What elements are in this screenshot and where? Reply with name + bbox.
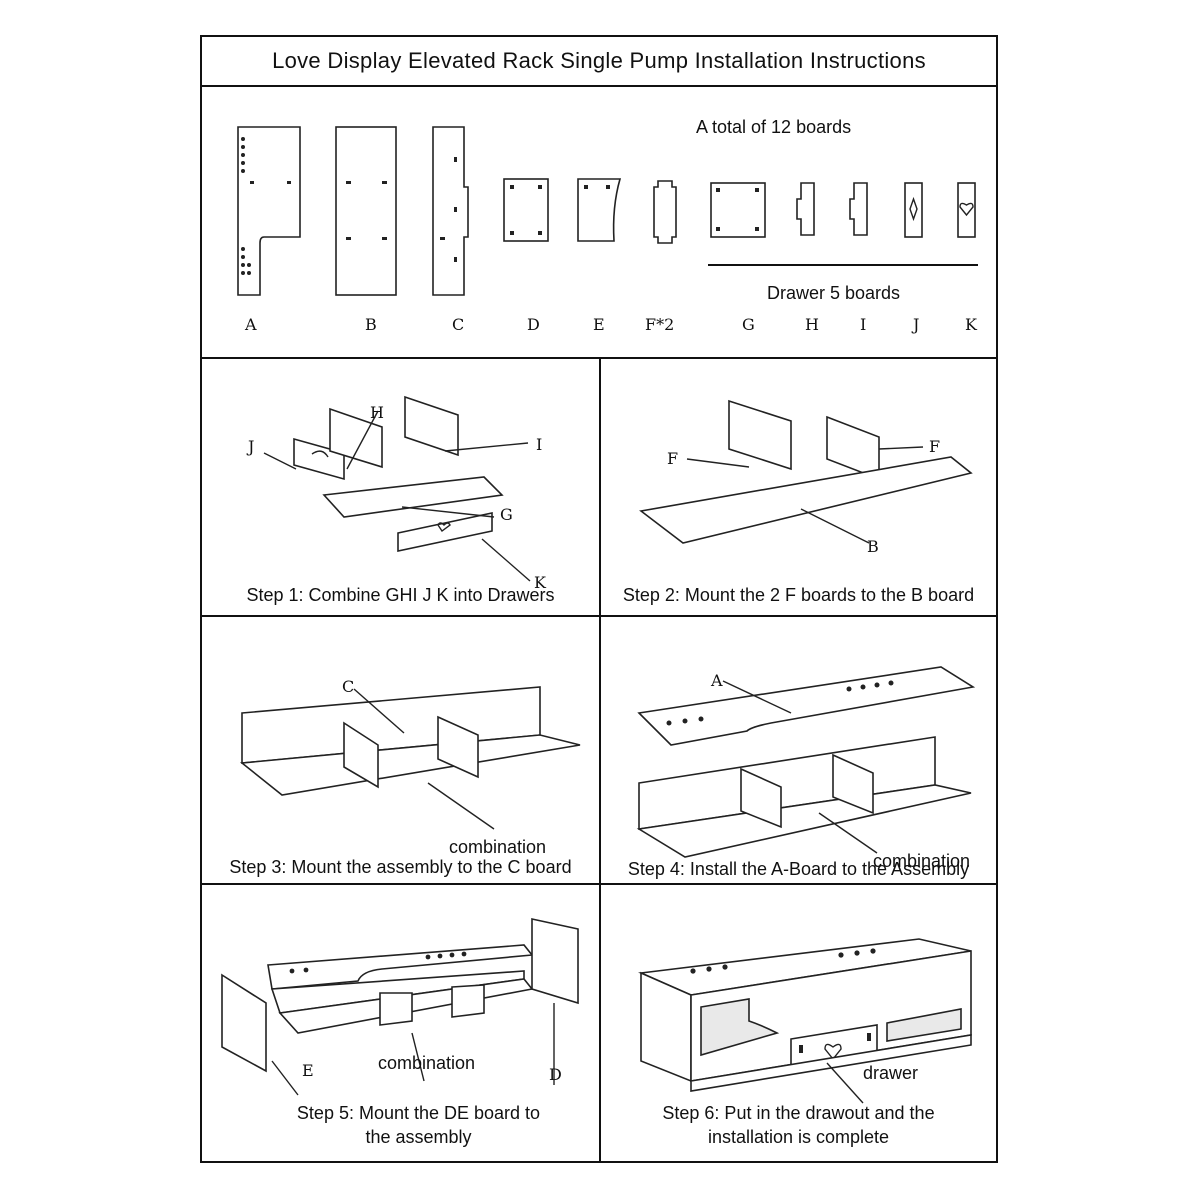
board-i-drawing	[849, 182, 868, 236]
callout-g: G	[500, 505, 513, 524]
board-label-h: H	[805, 315, 819, 334]
callout-f-right: F	[929, 437, 941, 456]
step-4-caption: Step 4: Install the A-Board to the Assem…	[627, 859, 970, 879]
step-5-panel: E D combination Step 5: Mount the DE boa…	[202, 885, 599, 1161]
board-b-drawing	[335, 126, 397, 296]
board-h-drawing	[796, 182, 815, 236]
step-6-panel: drawer Step 6: Put in the drawout and th…	[601, 885, 996, 1161]
board-label-b: B	[365, 315, 377, 334]
board-d-drawing	[503, 178, 549, 242]
board-label-i: I	[860, 315, 867, 334]
step-3-panel: C combination Step 3: Mount the assembly…	[202, 617, 599, 883]
step-6-caption-line-1: Step 6: Put in the drawout and the	[662, 1103, 935, 1123]
callout-c: C	[342, 677, 355, 696]
step-2-drawing	[639, 399, 973, 544]
parts-overview: A total of 12 boards Drawer 5 boards	[202, 87, 996, 359]
callout-e: E	[302, 1061, 314, 1080]
title-bar: Love Display Elevated Rack Single Pump I…	[202, 37, 996, 87]
step-6-note: drawer	[863, 1063, 919, 1083]
step-3-caption: Step 3: Mount the assembly to the C boar…	[229, 857, 572, 877]
instruction-sheet: Love Display Elevated Rack Single Pump I…	[200, 35, 998, 1163]
step-2-panel: F F B Step 2: Mount the 2 F boards to th…	[601, 361, 996, 615]
callout-a: A	[711, 671, 723, 690]
grid-divider-row-1	[202, 615, 996, 617]
page-title: Love Display Elevated Rack Single Pump I…	[272, 48, 926, 73]
parts-drawing	[237, 126, 976, 296]
board-label-k: K	[965, 315, 977, 334]
board-label-e: E	[593, 315, 605, 334]
step-5-drawing	[221, 918, 579, 1096]
callout-k: K	[534, 573, 546, 592]
board-j-drawing	[904, 182, 923, 238]
callout-i: I	[536, 435, 543, 454]
callout-b: B	[867, 537, 879, 556]
board-f-drawing	[653, 180, 677, 244]
board-label-f: F*2	[645, 315, 675, 334]
step-6-caption-line-2: installation is complete	[707, 1127, 890, 1147]
step-5-caption-line-1: Step 5: Mount the DE board to	[296, 1103, 541, 1123]
step-5-note: combination	[378, 1053, 476, 1073]
board-label-a: A	[245, 315, 257, 334]
step-1-caption: Step 1: Combine GHI J K into Drawers	[246, 585, 555, 605]
grid-vertical-divider	[599, 359, 601, 1161]
board-e-drawing	[577, 178, 622, 242]
board-c-drawing	[432, 126, 469, 296]
step-3-drawing	[239, 686, 581, 830]
total-boards-label: A total of 12 boards	[696, 117, 852, 137]
grid-divider-row-2	[202, 883, 996, 885]
step-4-drawing	[636, 666, 976, 858]
callout-d: D	[549, 1065, 562, 1084]
board-label-g: G	[742, 315, 755, 334]
board-label-c: C	[452, 315, 465, 334]
callout-j: J	[248, 437, 255, 456]
board-label-j: J	[913, 315, 920, 334]
step-3-note: combination	[449, 837, 547, 857]
board-a-drawing	[237, 126, 301, 296]
step-5-caption-line-2: the assembly	[365, 1127, 472, 1147]
callout-f-left: F	[667, 449, 679, 468]
step-1-drawing	[263, 395, 531, 582]
step-6-drawing	[638, 938, 972, 1104]
drawer-boards-label: Drawer 5 boards	[767, 283, 901, 303]
step-1-panel: J H I G K Step 1: Combine GHI J K into D…	[202, 361, 599, 615]
step-4-panel: A combination Step 4: Install the A-Boar…	[601, 617, 996, 883]
drawer-divider	[708, 264, 978, 266]
callout-h: H	[370, 403, 384, 422]
board-k-drawing	[957, 182, 976, 238]
board-g-drawing	[710, 182, 766, 238]
step-4-note: combination	[873, 851, 971, 871]
step-2-caption: Step 2: Mount the 2 F boards to the B bo…	[622, 585, 975, 605]
board-label-d: D	[527, 315, 540, 334]
